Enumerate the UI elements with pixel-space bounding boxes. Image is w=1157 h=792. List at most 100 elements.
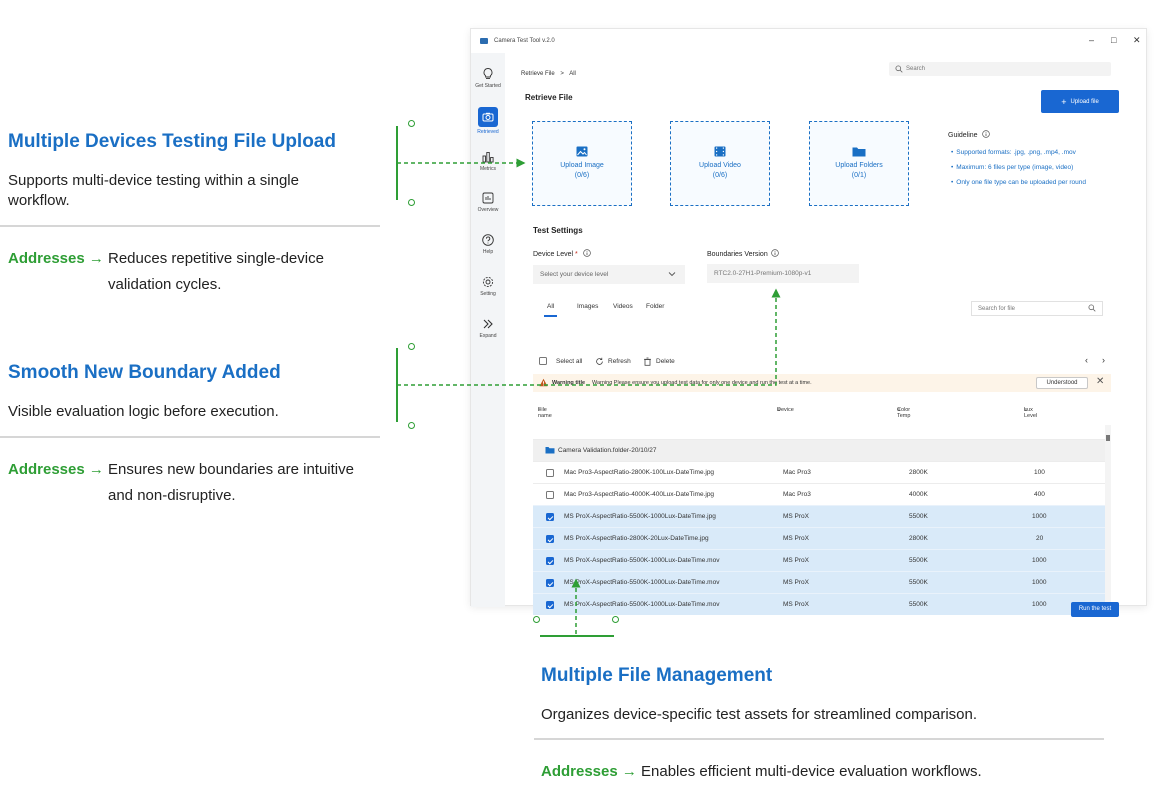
column-label: Color Temp [897,407,911,419]
tab-images[interactable]: Images [577,303,599,310]
select-all-button[interactable]: Select all [539,357,582,365]
arrow-right-icon: → [88,461,104,478]
filter-icon[interactable]: ≡ [1024,407,1028,413]
arrow-right-icon: → [88,250,104,267]
file-name: MS ProX-AspectRatio-5500K-1000Lux-DateTi… [564,513,716,520]
table-row[interactable]: Mac Pro3-AspectRatio-2800K-100Lux-DateTi… [533,461,1105,483]
tab-all[interactable]: All [543,303,558,317]
expand-icon [483,319,493,329]
folder-icon [545,447,555,454]
tab-folder[interactable]: Folder [646,303,665,310]
addresses-text: Ensures new boundaries are intuitive and… [108,461,354,504]
upload-file-label: Upload file [1070,98,1099,105]
filter-icon[interactable]: ≡ [538,407,542,413]
guideline-title-text: Guideline [948,132,978,139]
sidebar-item-expand[interactable]: Expand [471,317,505,339]
sidebar-item-overview[interactable]: Overview [471,191,505,213]
page-title: Retrieve File [525,93,573,102]
addresses-label: Addresses [8,461,85,478]
file-name: MS ProX-AspectRatio-2800K-20Lux-DateTime… [564,535,709,542]
maximize-button[interactable]: □ [1111,35,1117,45]
upload-folders-tile[interactable]: Upload Folders (0/1) [809,121,909,206]
sidebar-item-label: Overview [477,207,499,213]
info-icon[interactable] [770,249,779,257]
table-row[interactable]: MS ProX-AspectRatio-5500K-1000Lux-DateTi… [533,505,1105,527]
column-label: Lux Level [1024,407,1038,419]
sidebar-item-help[interactable]: Help [471,233,505,255]
minimize-button[interactable]: – [1089,35,1095,45]
plus-icon: + [1061,96,1067,107]
breadcrumb-root[interactable]: Retrieve File [521,71,555,77]
table-scrollbar[interactable] [1105,425,1111,617]
marker-line [396,348,398,422]
run-test-button[interactable]: Run the test [1071,602,1119,617]
upload-folders-label: Upload Folders [835,162,883,169]
row-checkbox[interactable] [546,579,554,587]
sidebar: Get Started Retrieved Metrics Overview H… [471,53,505,607]
overview-icon [482,192,494,204]
folder-row[interactable]: Camera Validation.folder-20/10/27 [533,439,1105,461]
upload-file-button[interactable]: + Upload file [1041,90,1119,113]
warning-message: Warning Please ensure you upload test da… [592,380,812,386]
close-icon[interactable]: ✕ [1096,376,1105,387]
file-name: MS ProX-AspectRatio-5500K-1000Lux-DateTi… [564,601,720,608]
color-temp-cell: 5500K [909,513,928,520]
table-row[interactable]: MS ProX-AspectRatio-2800K-20Lux-DateTime… [533,527,1105,549]
folder-name: Camera Validation.folder-20/10/27 [558,447,657,454]
device-cell: MS ProX [783,579,810,586]
chevron-left-icon[interactable]: ‹ [1085,355,1088,365]
refresh-button[interactable]: Refresh [595,357,631,366]
search-input[interactable]: Search [889,62,1111,76]
table-row[interactable]: MS ProX-AspectRatio-5500K-1000Lux-DateTi… [533,549,1105,571]
guideline-item: Supported formats: .jpg, .png, .mp4, .mo… [951,149,1086,156]
row-checkbox[interactable] [546,491,554,499]
boundaries-version-field: RTC2.0-27H1-Premium-1080p-v1 [707,264,859,283]
table-row[interactable]: MS ProX-AspectRatio-5500K-1000Lux-DateTi… [533,571,1105,593]
title-bar: Camera Test Tool v.2.0 – □ ✕ [471,29,1146,53]
required-mark: * [575,251,578,258]
device-level-label-text: Device Level [533,251,574,258]
guideline-title: Guideline [948,130,990,139]
device-level-select[interactable]: Select your device level [533,265,685,284]
info-icon[interactable] [582,249,591,257]
guideline-item: Only one file type can be uploaded per r… [951,179,1086,186]
marker-dot [533,616,540,623]
refresh-icon [596,357,603,365]
row-checkbox[interactable] [546,557,554,565]
sidebar-item-setting[interactable]: Setting [471,275,505,297]
table-row[interactable]: MS ProX-AspectRatio-5500K-1000Lux-DateTi… [533,593,1105,615]
table-header: File name ≡ Device ≡ Color Temp ≡ Lux Le… [533,395,1105,419]
upload-video-tile[interactable]: Upload Video (0/6) [670,121,770,206]
row-checkbox[interactable] [546,513,554,521]
sidebar-item-label: Retrieved [477,129,499,135]
chevron-right-icon[interactable]: › [1102,355,1105,365]
filter-icon[interactable]: ≡ [897,407,901,413]
table-row[interactable]: Mac Pro3-AspectRatio-4000K-400Lux-DateTi… [533,483,1105,505]
sidebar-item-metrics[interactable]: Metrics [471,150,505,172]
understood-button[interactable]: Understood [1036,377,1088,389]
filter-icon[interactable]: ≡ [777,407,781,413]
file-name: MS ProX-AspectRatio-5500K-1000Lux-DateTi… [564,557,720,564]
select-all-checkbox[interactable] [539,357,547,365]
row-checkbox[interactable] [546,469,554,477]
app-window: Camera Test Tool v.2.0 – □ ✕ Get Started… [470,28,1147,617]
sidebar-item-retrieved[interactable]: Retrieved [471,107,505,135]
sidebar-item-get-started[interactable]: Get Started [471,67,505,89]
color-temp-cell: 5500K [909,579,928,586]
close-button[interactable]: ✕ [1133,35,1141,45]
breadcrumb: Retrieve File > All [521,71,576,77]
lux-level-cell: 1000 [1032,601,1047,608]
search-placeholder: Search [906,66,926,72]
upload-image-count: (0/6) [574,172,590,179]
row-checkbox[interactable] [546,601,554,609]
row-checkbox[interactable] [546,535,554,543]
info-icon[interactable] [981,130,990,138]
upload-image-tile[interactable]: Upload Image (0/6) [532,121,632,206]
tab-videos[interactable]: Videos [613,303,633,310]
breadcrumb-current: All [569,71,576,77]
scrollbar-thumb[interactable] [1106,435,1110,441]
sidebar-item-label: Expand [479,333,497,339]
delete-button[interactable]: Delete [643,357,675,366]
divider [0,225,380,227]
file-search-input[interactable]: Search for file [971,301,1103,316]
